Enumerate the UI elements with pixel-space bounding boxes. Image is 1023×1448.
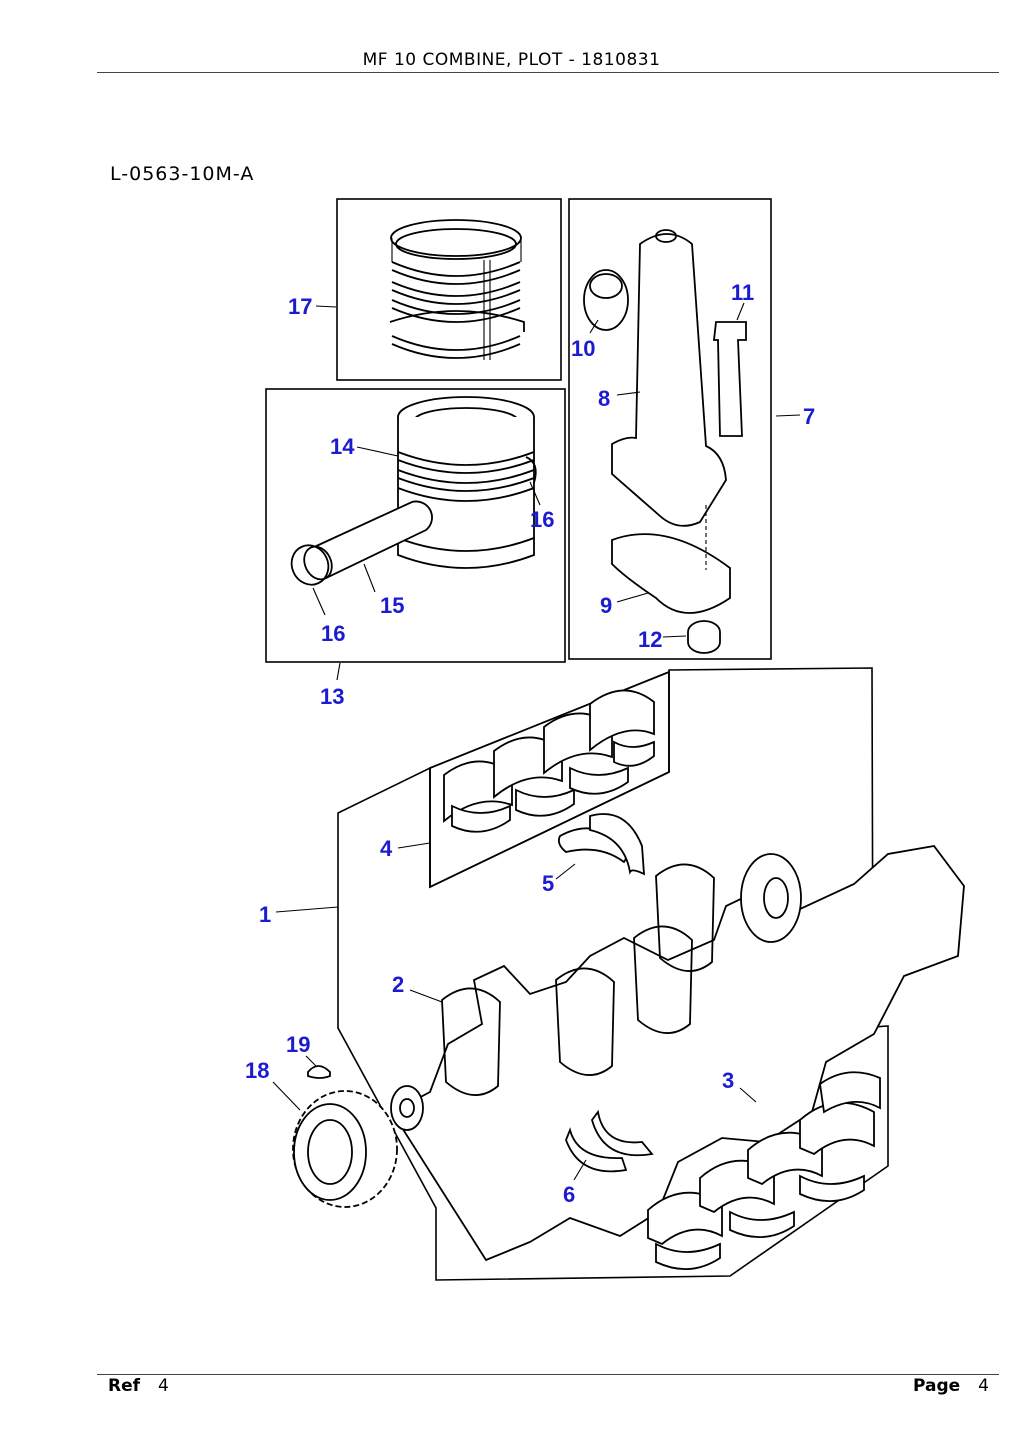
- callout-9: 9: [600, 593, 612, 618]
- connecting-rod-panel: [568, 198, 801, 660]
- callout-1: 1: [259, 902, 271, 927]
- piston-ring-set-drawing: [389, 219, 525, 360]
- upper-thrust-washers-drawing: [557, 813, 646, 876]
- callout-16-upper: 16: [530, 507, 554, 532]
- page-title: MF 10 COMBINE, PLOT - 1810831: [362, 50, 661, 70]
- crankshaft-drawing: [390, 845, 965, 1262]
- page-number: 4: [978, 1376, 989, 1396]
- footer-ref: Ref 4: [108, 1376, 169, 1396]
- woodruff-key-drawing: [307, 1065, 331, 1079]
- callout-10: 10: [571, 336, 595, 361]
- callout-12: 12: [638, 627, 662, 652]
- callout-14: 14: [330, 434, 355, 459]
- piston-rings-panel: [315, 198, 562, 381]
- callout-17: 17: [288, 294, 312, 319]
- connecting-rod-drawing: [583, 229, 747, 654]
- page-label: Page: [912, 1376, 961, 1396]
- callout-16-lower: 16: [321, 621, 345, 646]
- callout-4: 4: [380, 836, 393, 861]
- footer-divider: [97, 1374, 999, 1375]
- piston-drawing: [290, 396, 537, 586]
- crankshaft-gear-drawing: [292, 1090, 398, 1208]
- piston-assembly-panel: [265, 388, 566, 681]
- callout-2: 2: [392, 972, 404, 997]
- callout-5: 5: [542, 871, 554, 896]
- callout-18: 18: [245, 1058, 269, 1083]
- drawing-code: L-0563-10M-A: [110, 163, 254, 185]
- callout-8: 8: [598, 386, 610, 411]
- callout-19: 19: [286, 1032, 310, 1057]
- callout-6: 6: [563, 1182, 575, 1207]
- upper-main-bearings-drawing: [429, 670, 670, 889]
- header-divider: [97, 72, 999, 73]
- lower-thrust-washers-drawing: [565, 1109, 654, 1173]
- callout-15: 15: [380, 593, 404, 618]
- callout-13: 13: [320, 684, 344, 709]
- footer-page: Page 4: [913, 1376, 989, 1396]
- ref-value: 4: [158, 1376, 169, 1396]
- callout-7: 7: [803, 404, 815, 429]
- callout-11: 11: [731, 280, 754, 305]
- lower-main-bearings-drawing: [647, 1071, 881, 1271]
- ref-label: Ref: [108, 1376, 141, 1396]
- callout-3: 3: [722, 1068, 734, 1093]
